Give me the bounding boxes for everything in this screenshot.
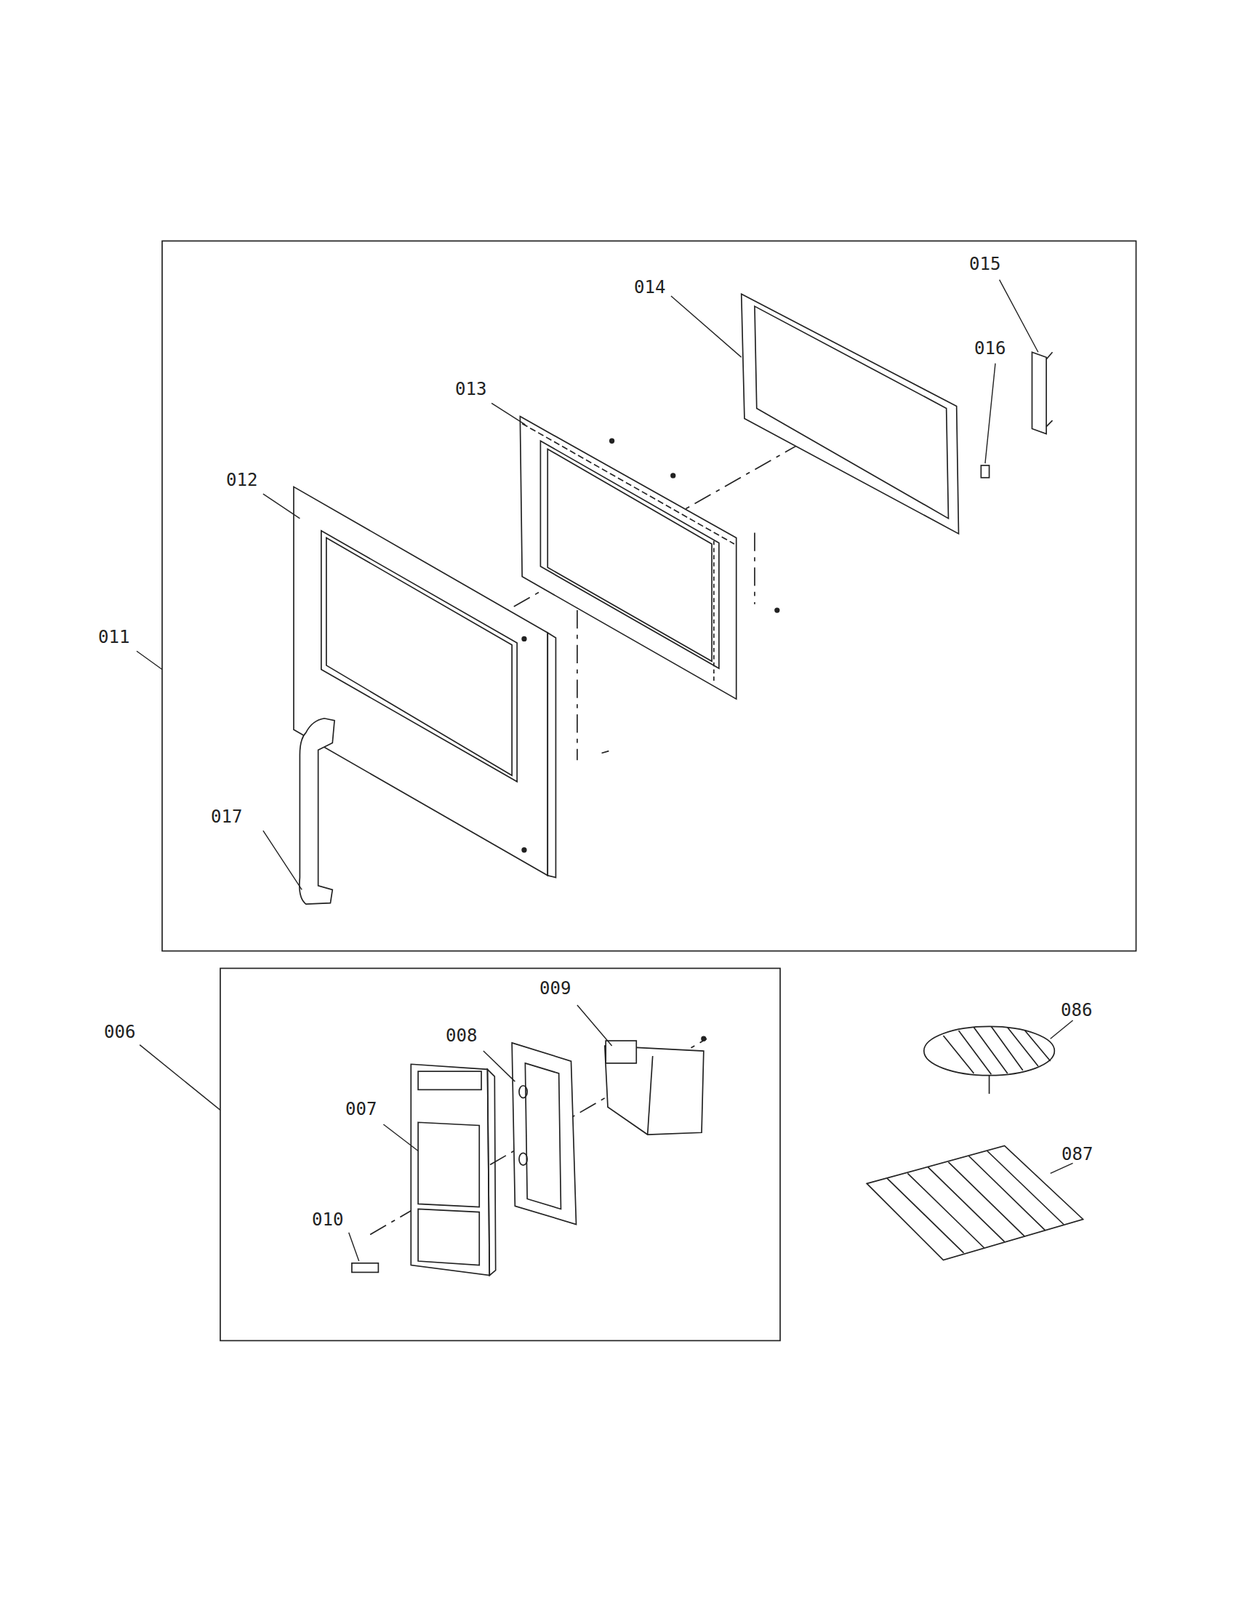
callout-number: 015: [969, 255, 1001, 273]
callout-number: 011: [98, 628, 130, 646]
wire-rack: [866, 1145, 1083, 1260]
callout-number: 016: [974, 339, 1006, 357]
callout-number: 009: [539, 979, 571, 997]
callout-number: 014: [633, 278, 666, 296]
callout-number: 006: [103, 1022, 136, 1041]
circuit-board: [604, 1036, 706, 1135]
callout-number: 012: [226, 471, 258, 489]
callout-number: 010: [311, 1210, 344, 1229]
callout-number: 086: [1060, 1001, 1093, 1019]
leader-lines: [136, 279, 1074, 1261]
door-group-box: [162, 240, 1137, 951]
badge: [351, 1262, 379, 1273]
door-handle: [299, 718, 335, 904]
assembly-axis: [753, 532, 756, 605]
callout-number: 008: [445, 1026, 477, 1045]
spring: [980, 465, 989, 478]
choke-frame: [741, 293, 959, 534]
panel-bracket: [511, 1042, 576, 1225]
door-latch: [1031, 351, 1053, 434]
callout-number: 007: [345, 1100, 377, 1118]
callout-number: 017: [210, 807, 243, 826]
assembly-axis: [576, 610, 579, 760]
callout-number: 087: [1061, 1145, 1093, 1163]
panel-group-box: [220, 967, 781, 1340]
callout-number: 013: [455, 380, 487, 398]
inner-door: [519, 416, 779, 700]
control-panel: [410, 1063, 496, 1275]
round-rack: [924, 1025, 1055, 1094]
